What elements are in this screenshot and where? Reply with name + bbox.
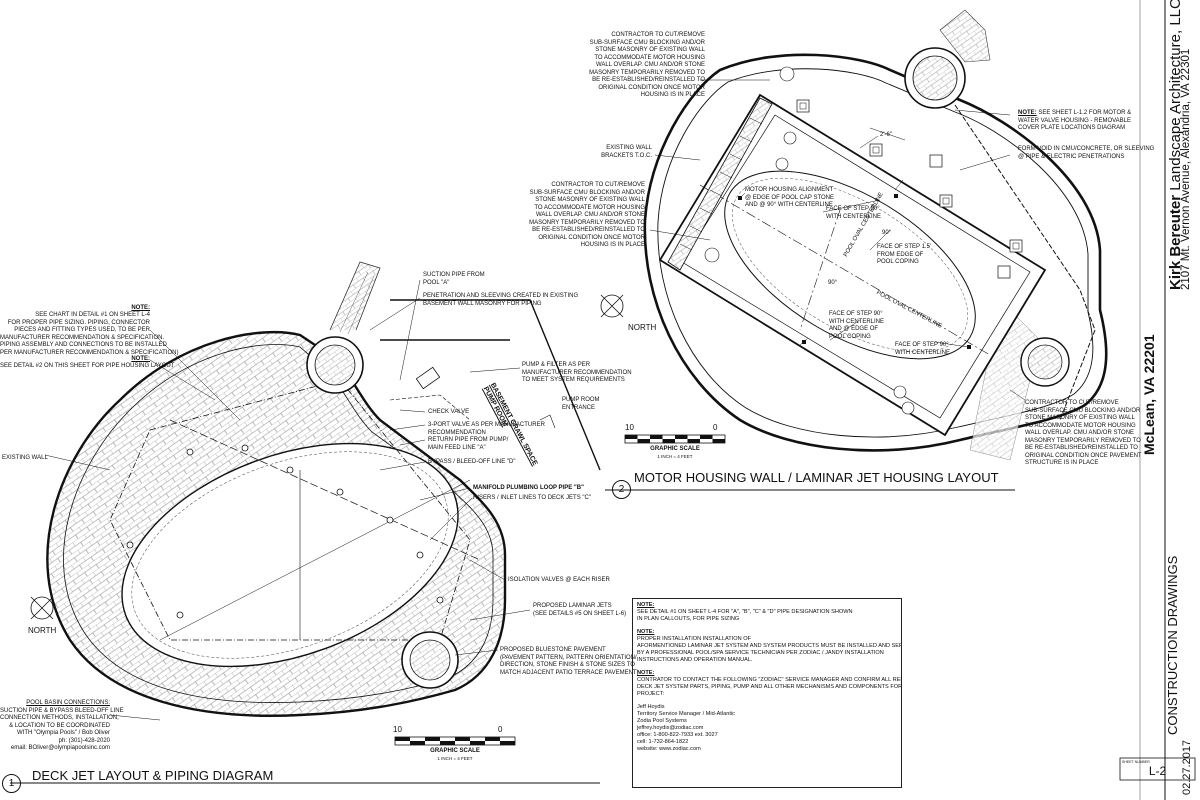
d1-basin-connections: POOL BASIN CONNECTIONS:SUCTION PIPE & BY… [0, 700, 124, 751]
d1-return-pipe-label: RETURN PIPE FROM PUMP/MAIN FEED LINE "A" [428, 437, 509, 451]
motor-housing-wall [667, 97, 773, 271]
firm-address: 2107 Mt. Vernon Avenue, Alexandria, VA 2… [1180, 48, 1192, 290]
d2-note: NOTE: SEE SHEET L-1.2 FOR MOTOR & WATER … [1018, 110, 1132, 131]
pool-basin [121, 442, 459, 668]
north-arrow-2 [600, 294, 624, 318]
scale1-left: 10 [393, 725, 402, 734]
detail-1-plan [10, 261, 601, 784]
project-city: McLean, VA 22201 [1141, 334, 1157, 455]
d1-manifold-label: MANIFOLD PLUMBING LOOP PIPE "B" [473, 485, 584, 491]
d2-step1-label: FACE OF STEP 90°WITH CENTERLINE [826, 206, 882, 220]
d2-form-void-label: FORM VOID IN CMU/CONCRETE, OR SLEEVING@ … [1018, 146, 1155, 160]
d2-ninety-2: 90° [882, 230, 892, 236]
scale2-sub: 1 INCH = 4 FEET [657, 454, 693, 459]
d1-penetration-label: PENETRATION AND SLEEVING CREATED IN EXIS… [423, 293, 579, 307]
d1-existing-wall-label: EXISTING WALL [2, 455, 48, 461]
sheet-set: CONSTRUCTION DRAWINGS [1165, 555, 1180, 735]
d1-bypass-label: BYPASS / BLEED-OFF LINE "D" [428, 459, 516, 465]
d1-note2-text: SEE DETAIL #2 ON THIS SHEET FOR PIPE HOU… [0, 363, 175, 369]
sheet-number-label: SHEET NUMBER [1122, 760, 1150, 764]
detail-2-title: MOTOR HOUSING WALL / LAMINAR JET HOUSING… [634, 470, 999, 485]
scale1-sub: 1 INCH = 4 FEET [437, 756, 473, 761]
graphic-scale-2 [624, 434, 726, 444]
scale1-label: GRAPHIC SCALE [430, 748, 480, 754]
detail-1-number: 1 [2, 774, 21, 793]
d1-risers-label: RISERS / INLET LINES TO DECK JETS "C" [473, 495, 591, 501]
general-notes-box: NOTE: SEE DETAIL #1 ON SHEET L-4 FOR "A"… [632, 598, 902, 788]
d1-isolation-label: ISOLATION VALVES @ EACH RISER [508, 577, 610, 583]
scale2-right: 0 [713, 423, 718, 432]
detail-2-number: 2 [612, 480, 631, 499]
d1-note2-title: NOTE: [131, 356, 150, 362]
north-label-1: NORTH [28, 626, 57, 635]
d1-note-title: NOTE: [131, 305, 150, 311]
graphic-scale-1 [394, 736, 516, 746]
title-block-frame [1119, 0, 1196, 800]
detail-1-title: DECK JET LAYOUT & PIPING DIAGRAM [32, 768, 274, 783]
sheet-number: L-2 [1148, 764, 1167, 778]
existing-steps [329, 261, 381, 331]
d1-laminar-label: PROPOSED LAMINAR JETS(SEE DETAILS #5 ON … [533, 603, 627, 617]
north-label-2: NORTH [628, 323, 657, 332]
d1-check-valve-label: CHECK VALVE [428, 409, 470, 415]
pool-oval [724, 170, 976, 360]
d2-alignment-label: MOTOR HOUSING ALIGNMENT@ EDGE OF POOL CA… [745, 187, 835, 208]
scale1-right: 0 [498, 725, 503, 734]
scale2-left: 10 [625, 423, 634, 432]
north-arrow-1 [30, 596, 54, 620]
d2-step4-label: FACE OF STEP 90°WITH CENTERLINE [895, 342, 951, 356]
stone-steps [939, 9, 991, 63]
scale2-label: GRAPHIC SCALE [650, 446, 700, 452]
d1-bluestone-label: PROPOSED BLUESTONE PAVEMENT(PAVEMENT PAT… [500, 647, 639, 676]
d2-ninety-1: 90° [828, 280, 838, 286]
d2-dimension: 2'-6" [880, 132, 892, 138]
basement-wall [380, 299, 601, 471]
detail-2-plan [600, 9, 1108, 491]
